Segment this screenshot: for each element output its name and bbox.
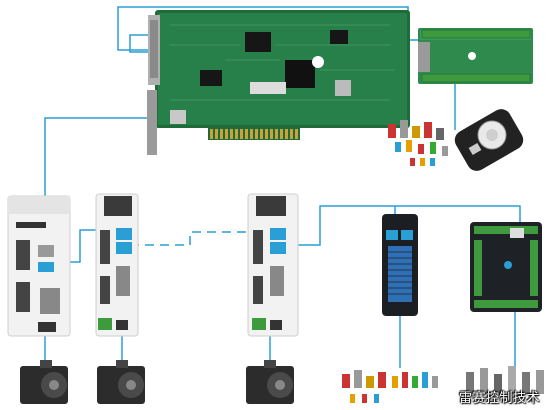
sensors-bottom-left — [342, 370, 438, 403]
sensors-top — [388, 120, 448, 166]
link-drive3-io — [285, 205, 521, 246]
servo-motor-2 — [97, 360, 145, 404]
servo-motor-3 — [246, 360, 294, 404]
link-drive2-drive3-dashed — [130, 231, 275, 246]
servo-drive-2 — [95, 193, 139, 337]
link-card-drive1 — [44, 117, 178, 232]
sensors-bottom-right — [466, 366, 544, 394]
plc-controller — [470, 222, 542, 312]
terminal-board — [418, 28, 533, 84]
link-card-terminal-2 — [129, 34, 152, 53]
servo-drive-3 — [247, 193, 299, 337]
watermark: 雷赛控制技术 — [458, 391, 540, 406]
servo-motor-1 — [20, 360, 68, 404]
handwheel-icon — [454, 109, 524, 171]
motion-control-card — [147, 10, 410, 155]
link-card-terminal — [117, 6, 430, 51]
servo-drive-1 — [7, 195, 71, 337]
io-module — [382, 214, 418, 316]
connection-lines — [44, 6, 521, 370]
